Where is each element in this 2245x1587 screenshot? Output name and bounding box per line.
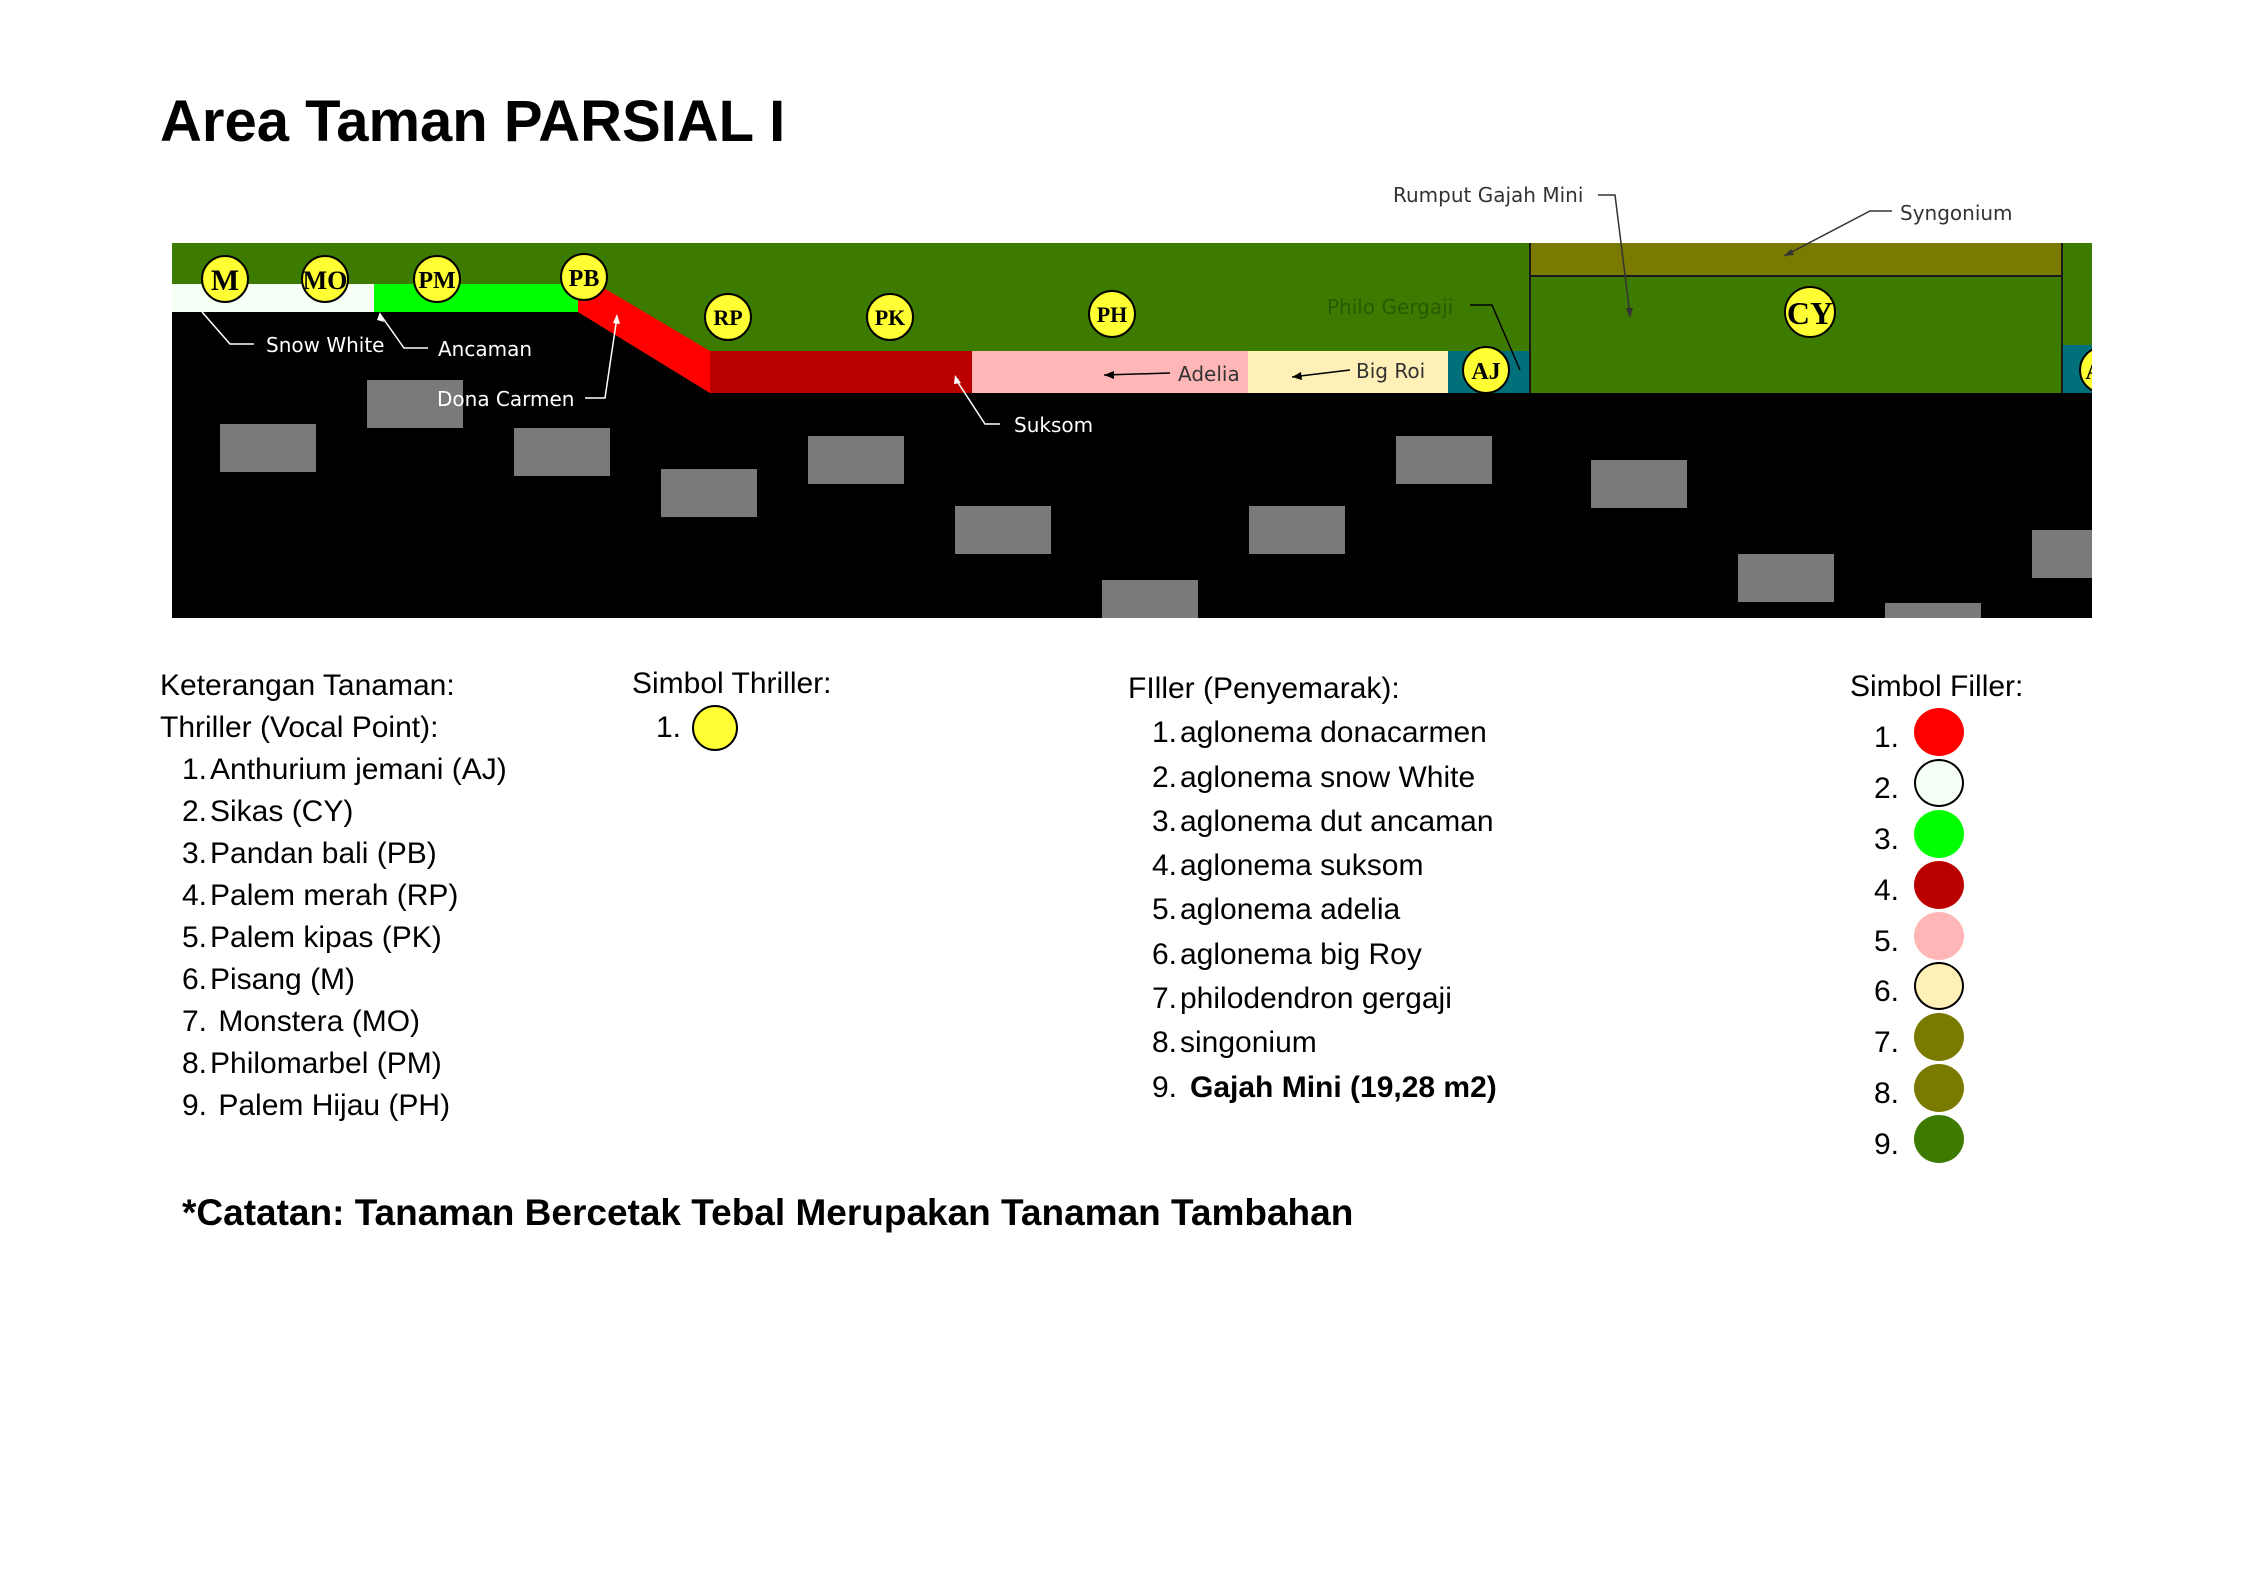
label-suksom: Suksom — [1014, 413, 1093, 437]
list-item: 8.Philomarbel (PM) — [182, 1047, 442, 1080]
filler-swatch — [1914, 1063, 1964, 1112]
symbol-a-partial: A — [2079, 348, 2103, 392]
adelia-bed — [972, 351, 1248, 393]
list-item: 3.Pandan bali (PB) — [182, 837, 437, 870]
svg-text:RP: RP — [713, 305, 742, 330]
grass-area-right — [2062, 243, 2092, 345]
symbol-pb: PB — [560, 253, 608, 301]
list-item: 2.Sikas (CY) — [182, 795, 354, 828]
plant-legend: Keterangan Tanaman: Thriller (Vocal Poin… — [160, 665, 507, 1127]
svg-text:M: M — [211, 264, 239, 297]
filler-swatch — [1914, 1013, 1964, 1062]
symbol-mo: MO — [301, 255, 349, 303]
filler-swatch — [1914, 708, 1964, 757]
list-item: 5. — [1874, 910, 2023, 961]
filler-symbol-legend: Simbol Filler: 1.2.3.4.5.6.7.8.9. — [1850, 667, 2023, 1164]
label-dona-carmen: Dona Carmen — [437, 387, 574, 411]
ancaman-bed — [374, 284, 578, 312]
symbol-pm: PM — [413, 255, 461, 303]
suksom-bed — [710, 351, 972, 393]
label-ancaman: Ancaman — [438, 337, 532, 361]
thriller-symbol-legend: Simbol Thriller: 1. — [632, 663, 832, 751]
filler-list: 1.aglonema donacarmen 2.aglonema snow Wh… — [1128, 711, 1497, 1110]
list-item: 6.Pisang (M) — [182, 963, 356, 996]
svg-text:PH: PH — [1097, 302, 1128, 327]
symbol-rp: RP — [704, 293, 752, 341]
svg-text:CY: CY — [1787, 295, 1833, 331]
list-item: 1. — [1874, 707, 2023, 758]
svg-text:A: A — [2085, 359, 2103, 385]
filler-swatch — [1914, 962, 1964, 1011]
symbol-pk: PK — [866, 293, 914, 341]
filler-swatch — [1914, 860, 1964, 909]
label-adelia: Adelia — [1178, 362, 1240, 386]
label-syngonium: Syngonium — [1900, 201, 2013, 225]
list-item: 4. — [1874, 859, 2023, 910]
symbol-cy: CY — [1784, 286, 1836, 338]
thriller-symbol-heading: Simbol Thriller: — [632, 667, 832, 700]
list-item: 7. Monstera (MO) — [182, 1005, 421, 1038]
filler-symbol-heading: Simbol Filler: — [1850, 670, 2024, 703]
list-item: 2.aglonema snow White — [1152, 760, 1476, 794]
label-snow-white: Snow White — [266, 333, 384, 357]
stepping-stones — [220, 380, 2092, 618]
list-item: 5.Palem kipas (PK) — [182, 921, 442, 954]
list-item: 7. — [1874, 1012, 2023, 1063]
list-item: 3.aglonema dut ancaman — [1152, 804, 1494, 838]
list-item: 7.philodendron gergaji — [1152, 982, 1452, 1016]
thriller-list: 1.Anthurium jemani (AJ) 2.Sikas (CY) 3.P… — [160, 749, 507, 1127]
filler-symbol-rows: 1.2.3.4.5.6.7.8.9. — [1850, 707, 2023, 1164]
list-item: 6.aglonema big Roy — [1152, 937, 1422, 971]
callout-arrowheads — [377, 249, 1794, 384]
symbol-ph: PH — [1088, 290, 1136, 338]
label-philo-gergaji: Philo Gergaji — [1327, 295, 1453, 319]
list-item: 9. Palem Hijau (PH) — [182, 1089, 451, 1122]
list-item: 1.aglonema donacarmen — [1152, 716, 1487, 750]
symbol-aj: AJ — [1462, 346, 1510, 394]
filler-swatch — [1914, 809, 1964, 858]
thriller-subheading: Thriller (Vocal Point): — [160, 711, 439, 744]
page-title: Area Taman PARSIAL I — [160, 89, 786, 154]
list-item: 4.aglonema suksom — [1152, 849, 1424, 883]
filler-legend: FIller (Penyemarak): 1.aglonema donacarm… — [1128, 667, 1497, 1110]
list-item: 9.Gajah Mini (19,28 m2) — [1152, 1070, 1497, 1104]
thriller-swatch — [692, 705, 738, 751]
filler-swatch — [1914, 759, 1964, 808]
filler-swatch — [1914, 1114, 1964, 1163]
note: *Catatan: Tanaman Bercetak Tebal Merupak… — [182, 1192, 1354, 1233]
svg-text:MO: MO — [303, 266, 348, 295]
label-big-roi: Big Roi — [1356, 359, 1425, 383]
list-item: 1.Anthurium jemani (AJ) — [182, 753, 507, 786]
list-item: 3. — [1874, 809, 2023, 860]
list-item: 1. — [632, 705, 832, 751]
plant-legend-heading: Keterangan Tanaman: — [160, 669, 455, 702]
list-item: 2. — [1874, 758, 2023, 809]
svg-text:PM: PM — [418, 268, 455, 294]
label-rumput-gajah-mini: Rumput Gajah Mini — [1393, 183, 1583, 207]
syngonium-bed — [1530, 243, 2062, 276]
thriller-symbols: M MO PM PB RP PK — [201, 253, 2103, 394]
callout-labels: Snow White Ancaman Dona Carmen Suksom Ad… — [266, 183, 2013, 437]
callout-lines — [201, 194, 1892, 425]
list-item: 6. — [1874, 961, 2023, 1012]
list-item: 9. — [1874, 1113, 2023, 1164]
filler-heading: FIller (Penyemarak): — [1128, 672, 1400, 705]
dona-carmen-bed — [578, 284, 710, 393]
list-item: 5.aglonema adelia — [1152, 893, 1401, 927]
list-item: 4.Palem merah (RP) — [182, 879, 459, 912]
svg-text:AJ: AJ — [1471, 359, 1500, 385]
big-roi-bed — [1248, 351, 1448, 393]
svg-text:PK: PK — [875, 305, 906, 330]
svg-text:PB: PB — [569, 266, 600, 292]
symbol-m: M — [201, 255, 249, 303]
list-item: 8.singonium — [1152, 1026, 1317, 1060]
list-item: 8. — [1874, 1063, 2023, 1114]
filler-swatch — [1914, 911, 1964, 960]
